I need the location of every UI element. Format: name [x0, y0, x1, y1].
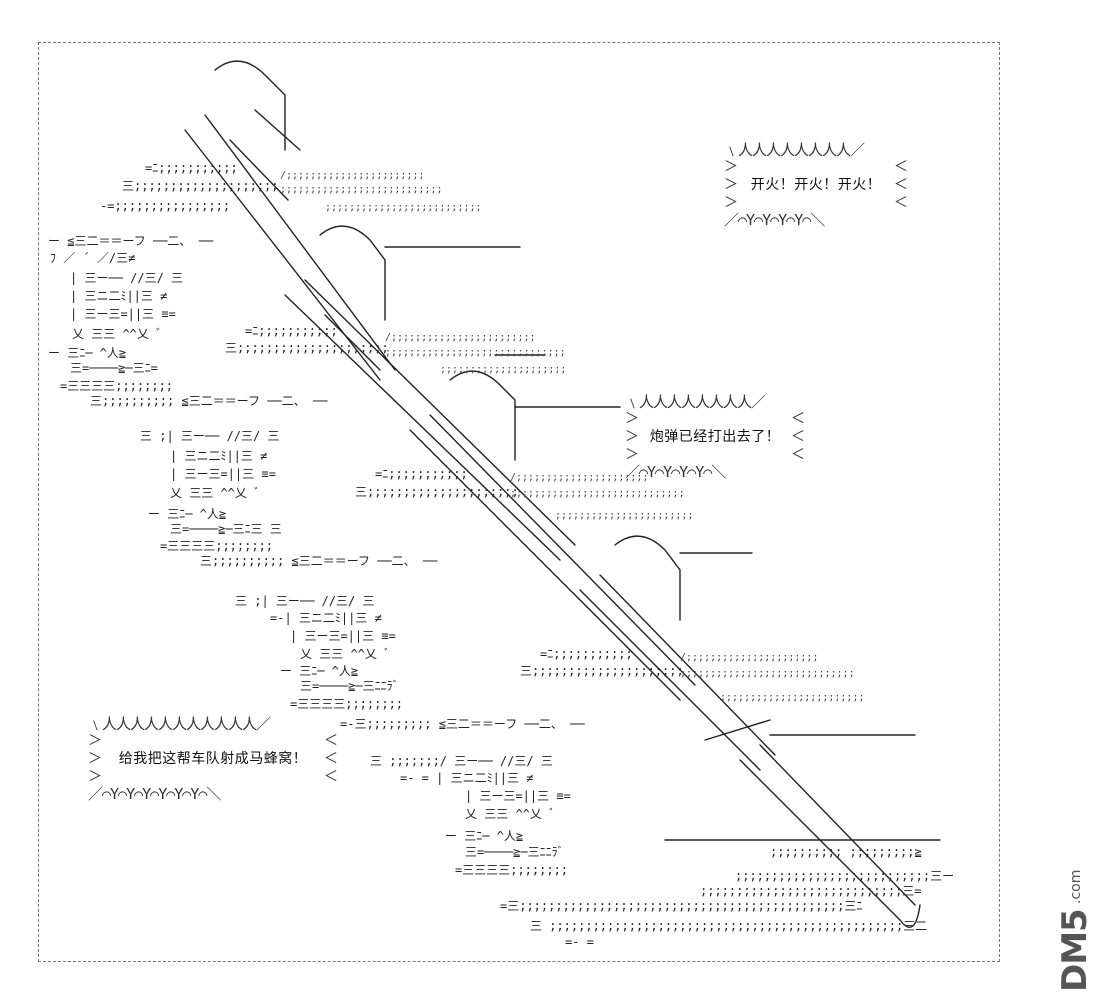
gunner-group-4: =ﾆ;;;;;;;;;;; 三;;;;;;;;;;;;;;;;;;;;; =-三…: [340, 647, 954, 949]
svg-text:;;;;;;;;;;;;;;;;;;;;;;;: ;;;;;;;;;;;;;;;;;;;;;;;: [555, 510, 693, 521]
bubble-bottom-wave: ／⌒Y⌒Y⌒Y⌒Y⌒＼: [724, 211, 825, 229]
bubble-text-fire: 开火！开火！开火！: [750, 177, 882, 193]
svg-text:| 三ニ二ﾐ||三 ≠: | 三ニ二ﾐ||三 ≠: [70, 289, 167, 303]
bubble-top-wave: ﹨人人人人人人人人／: [625, 393, 766, 411]
svg-text:;;;;;;;;;;;;;;;;;;;;;;;;;;;;;: ;;;;;;;;;;;;;;;;;;;;;;;;;;;;;: [510, 488, 685, 499]
dm5-watermark-logo: DM5 .com: [1056, 870, 1095, 992]
svg-text:三;;;;;;;;;;;;;;;;;;;;;: 三;;;;;;;;;;;;;;;;;;;;;: [355, 485, 519, 499]
svg-text:=三三三三;;;;;;;;: =三三三三;;;;;;;;: [60, 379, 173, 393]
gunner-group-1: =ﾆ;;;;;;;;;;; 三;;;;;;;;;;;;;;;;;;;; -=;;…: [48, 161, 279, 393]
svg-text:三=────≧─三ﾆﾆﾗﾞ: 三=────≧─三ﾆﾆﾗﾞ: [465, 845, 564, 859]
svg-text:三 ;;;;;;;;;;;;;;;;;;;;;;;;;;;;: 三 ;;;;;;;;;;;;;;;;;;;;;;;;;;;;;;;;;;;;;;…: [530, 919, 927, 933]
svg-text:三;;;;;;;;;; ≦三二＝＝ーフ ──二、 ──: 三;;;;;;;;;; ≦三二＝＝ーフ ──二、 ──: [90, 394, 328, 408]
svg-text:.com: .com: [1068, 870, 1084, 904]
svg-text:| 三ニ二ﾐ||三 ≠: | 三ニ二ﾐ||三 ≠: [170, 449, 267, 463]
svg-text:=ﾆ;;;;;;;;;;;: =ﾆ;;;;;;;;;;;: [145, 161, 238, 175]
svg-text:三;;;;;;;;;;;;;;;;;;;;: 三;;;;;;;;;;;;;;;;;;;;: [122, 179, 279, 193]
svg-text:/;;;;;;;;;;;;;;;;;;;;;;;: /;;;;;;;;;;;;;;;;;;;;;;;: [280, 170, 425, 181]
cannon-barrel-4: [579, 535, 776, 771]
svg-text:三 ;;;;;;;/ 三ー── //三/ 三: 三 ;;;;;;;/ 三ー── //三/ 三: [370, 754, 553, 768]
svg-text:;;;;;;;;;;;;;;;;;;;;;;;;;;: ;;;;;;;;;;;;;;;;;;;;;;;;;;: [325, 202, 482, 213]
svg-text:乂 三三 ^^乂 ﾞ: 乂 三三 ^^乂 ﾞ: [465, 807, 555, 821]
svg-text:ー 三ﾆ─ ^人≧: ー 三ﾆ─ ^人≧: [280, 664, 358, 678]
svg-text:/;;;;;;;;;;;;;;;;;;;;;;;;: /;;;;;;;;;;;;;;;;;;;;;;;;: [385, 332, 536, 343]
flash-lines: [384, 246, 941, 841]
svg-text:=ﾆ;;;;;;;;;;;: =ﾆ;;;;;;;;;;;: [375, 467, 468, 481]
bubble-top-wave: ﹨人人人人人人人人／: [724, 141, 865, 159]
svg-text:;;;;;;;;;;;;;;;;;;;;;;;;: ;;;;;;;;;;;;;;;;;;;;;;;;: [720, 692, 865, 703]
svg-text:三;;;;;;;;;;;;;;;;;;;;;: 三;;;;;;;;;;;;;;;;;;;;;: [520, 664, 684, 678]
bubble-text-shells: 炮弹已经打出去了！: [649, 429, 781, 445]
svg-text:=三;;;;;;;;;;;;;;;;;;;;;;;;;;;;: =三;;;;;;;;;;;;;;;;;;;;;;;;;;;;;;;;;;;;;;…: [500, 899, 862, 913]
svg-text:-=;;;;;;;;;;;;;;;;: -=;;;;;;;;;;;;;;;;: [100, 199, 230, 213]
svg-text:乂 三三 ^^乂 ﾞ: 乂 三三 ^^乂 ﾞ: [170, 486, 260, 500]
svg-text:三=────≧─三ﾆ=: 三=────≧─三ﾆ=: [70, 361, 158, 375]
svg-text:| 三ー三=||三 ≡=: | 三ー三=||三 ≡=: [170, 467, 276, 481]
svg-text:;;;;;;;;;;;;;;;;;;;;;: ;;;;;;;;;;;;;;;;;;;;;: [440, 364, 566, 375]
svg-text:三 ;| 三ー── //三/ 三: 三 ;| 三ー── //三/ 三: [235, 594, 374, 608]
bubble-bottom-wave: ／⌒Y⌒Y⌒Y⌒Y⌒＼: [625, 463, 726, 481]
svg-text:;;;;;;;;;;;;;;;;;;;;;;;;;;;三ー: ;;;;;;;;;;;;;;;;;;;;;;;;;;;三ー: [735, 869, 954, 883]
svg-text:三=────≧─三ﾆ三 三: 三=────≧─三ﾆ三 三: [170, 522, 282, 536]
svg-text:=- =: =- =: [565, 935, 594, 949]
speech-bubble-shells: ﹨人人人人人人人人／ ＞＜ ＞ 炮弹已经打出去了！ ＜ ＞＜ ／⌒Y⌒Y⌒Y⌒Y…: [625, 393, 805, 481]
svg-text:三=────≧─三ﾆﾆﾗﾞ: 三=────≧─三ﾆﾆﾗﾞ: [300, 679, 399, 693]
gunner-group-2: =ﾆ;;;;;;;;;;; 三;;;;;;;;;;;;;;;;;;;;; 三;;…: [90, 324, 389, 553]
svg-text:/;;;;;;;;;;;;;;;;;;;;;;: /;;;;;;;;;;;;;;;;;;;;;;: [510, 472, 648, 483]
svg-text:/;;;;;;;;;;;;;;;;;;;;;;: /;;;;;;;;;;;;;;;;;;;;;;: [680, 652, 818, 663]
svg-text:三;;;;;;;;;; ≦三二＝＝ーフ ──二、 ──: 三;;;;;;;;;; ≦三二＝＝ーフ ──二、 ──: [200, 554, 438, 568]
svg-text:;;;;;;;;;;;;;;;;;;;;;;;;;;;: ;;;;;;;;;;;;;;;;;;;;;;;;;;;: [280, 184, 443, 195]
svg-text:=-三;;;;;;;;; ≦三二＝＝ーフ ──二、 ─: =-三;;;;;;;;; ≦三二＝＝ーフ ──二、 ──: [340, 717, 585, 731]
svg-text:DM5: DM5: [1056, 909, 1095, 992]
svg-text:;;;;;;;;;; ;;;;;;;;;≧: ;;;;;;;;;; ;;;;;;;;;≧: [770, 845, 922, 859]
svg-text:三 ;| 三ー── //三/ 三: 三 ;| 三ー── //三/ 三: [140, 429, 279, 443]
svg-text:| 三ー── //三/ 三: | 三ー── //三/ 三: [70, 271, 183, 285]
svg-text:ー 三ﾆ─ ^人≧: ー 三ﾆ─ ^人≧: [48, 346, 126, 360]
svg-text:三;;;;;;;;;;;;;;;;;;;;;: 三;;;;;;;;;;;;;;;;;;;;;: [225, 341, 389, 355]
svg-text:| 三ー三=||三 ≡=: | 三ー三=||三 ≡=: [70, 307, 176, 321]
svg-text:乂 三三 ^^乂 ﾞ: 乂 三三 ^^乂 ﾞ: [72, 327, 162, 341]
svg-text:ー 三ﾆ─ ^人≧: ー 三ﾆ─ ^人≧: [445, 829, 523, 843]
svg-text:=ﾆ;;;;;;;;;;;: =ﾆ;;;;;;;;;;;: [245, 324, 338, 338]
cannon-barrel-2: [284, 225, 576, 561]
bubble-text-order: 给我把这帮车队射成马蜂窝！: [118, 751, 308, 767]
cannon-barrel-3: [409, 370, 696, 701]
svg-text:| 三ー三=||三 ≡=: | 三ー三=||三 ≡=: [290, 629, 396, 643]
svg-text:;;;;;;;;;;;;;;;;;;;;;;;;;;;;三=: ;;;;;;;;;;;;;;;;;;;;;;;;;;;;三=: [700, 884, 922, 898]
gunner-group-3: =ﾆ;;;;;;;;;;; 三;;;;;;;;;;;;;;;;;;;;; 三;;…: [200, 467, 519, 711]
svg-text:=ﾆ;;;;;;;;;;;: =ﾆ;;;;;;;;;;;: [540, 647, 633, 661]
svg-text:=三三三三;;;;;;;;: =三三三三;;;;;;;;: [455, 863, 568, 877]
svg-text:=三三三三;;;;;;;;: =三三三三;;;;;;;;: [160, 539, 273, 553]
svg-text:=- = | 三ニ二ﾐ||三 ≠: =- = | 三ニ二ﾐ||三 ≠: [400, 771, 533, 785]
svg-text:=-| 三ニ二ﾐ||三 ≠: =-| 三ニ二ﾐ||三 ≠: [270, 611, 382, 625]
svg-text:| 三ー三=||三 ≡=: | 三ー三=||三 ≡=: [465, 789, 571, 803]
svg-text:ー ≦三二＝＝ーフ ──二、 ──: ー ≦三二＝＝ーフ ──二、 ──: [48, 234, 214, 248]
smoke-hatching: /;;;;;;;;;;;;;;;;;;;;;;; ;;;;;;;;;;;;;;;…: [280, 170, 865, 703]
speech-bubble-order: ﹨人人人人人人人人人人人／ ＞＜ ＞ 给我把这帮车队射成马蜂窝！ ＜ ＞＜ ／⌒…: [88, 715, 338, 803]
bubble-top-wave: ﹨人人人人人人人人人人人／: [88, 715, 271, 733]
comic-panel: [38, 42, 1000, 962]
svg-text:;;;;;;;;;;;;;;;;;;;;;;;;;;;;;;: ;;;;;;;;;;;;;;;;;;;;;;;;;;;;;;: [385, 347, 566, 358]
speech-bubble-fire: ﹨人人人人人人人人／ ＞＜ ＞ 开火！开火！开火！ ＜ ＞＜ ／⌒Y⌒Y⌒Y⌒Y…: [724, 141, 908, 229]
svg-text:=三三三三;;;;;;;;: =三三三三;;;;;;;;: [290, 697, 403, 711]
svg-text:乂 三三 ^^乂 ﾞ: 乂 三三 ^^乂 ﾞ: [300, 647, 390, 661]
svg-text:ー 三ﾆ─ ^人≧: ー 三ﾆ─ ^人≧: [148, 507, 226, 521]
svg-text:;;;;;;;;;;;;;;;;;;;;;;;;;;;;;: ;;;;;;;;;;;;;;;;;;;;;;;;;;;;;: [680, 668, 855, 679]
svg-text:ﾌ ／ ´ ／/三≠: ﾌ ／ ´ ／/三≠: [50, 251, 135, 265]
bubble-bottom-wave: ／⌒Y⌒Y⌒Y⌒Y⌒Y⌒Y⌒＼: [88, 785, 221, 803]
